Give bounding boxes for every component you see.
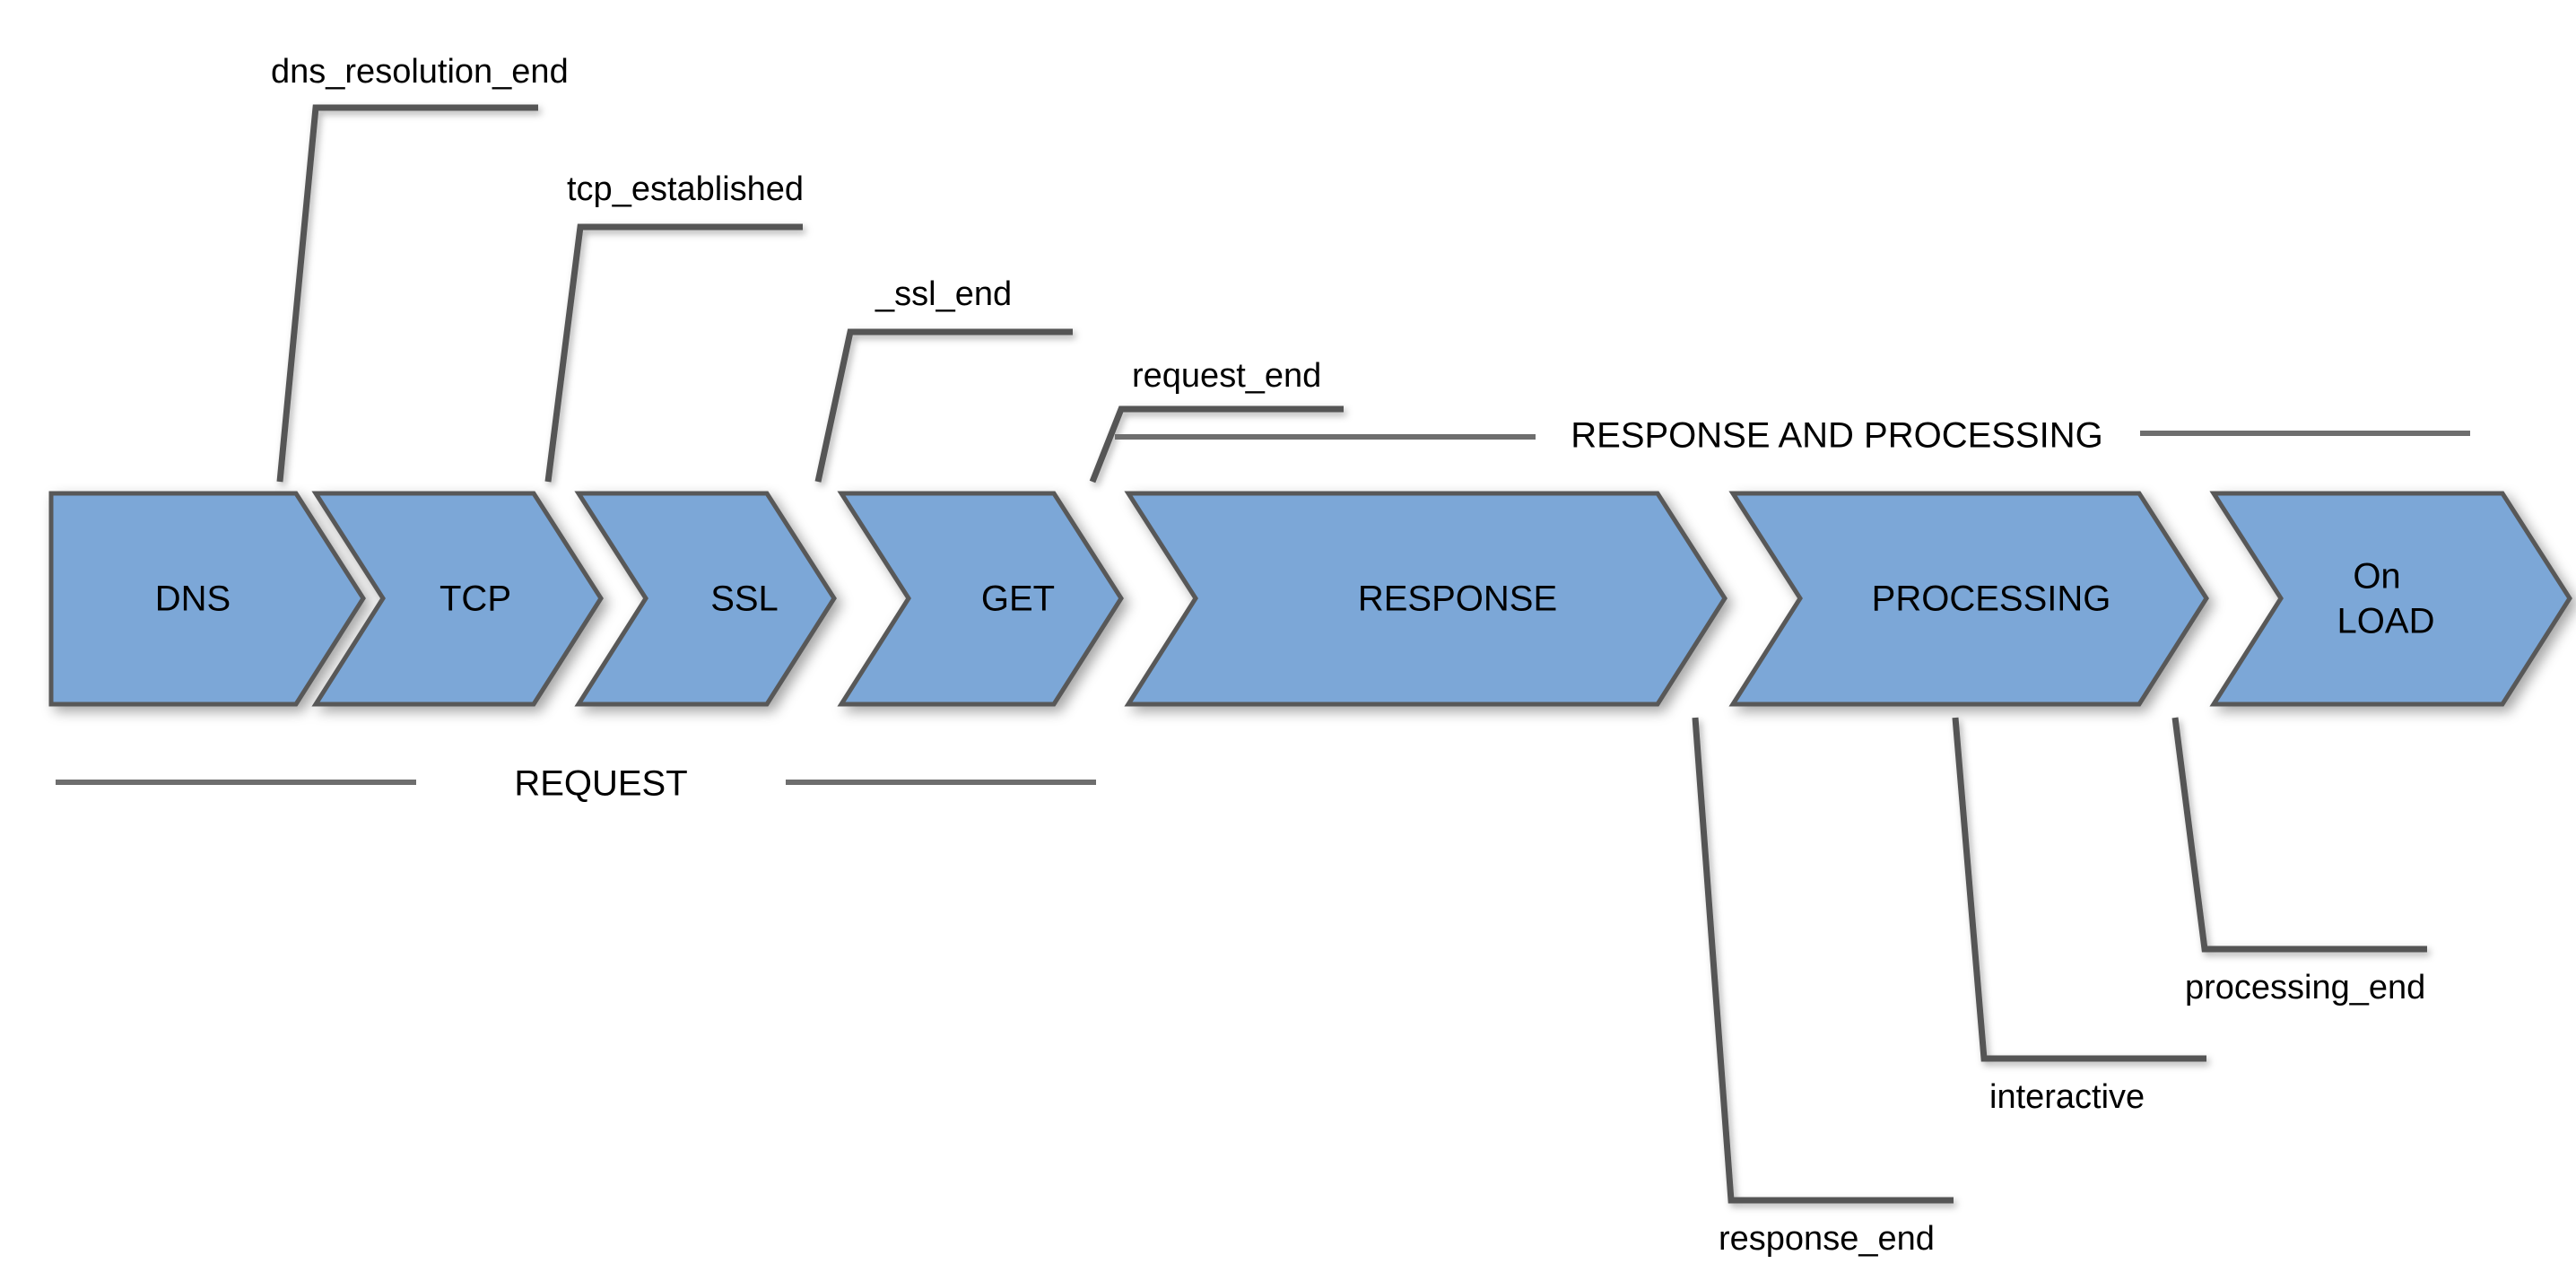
leader-dns-resolution-end [276,104,538,483]
leader-request-end [1089,405,1344,484]
chevron-onload[interactable] [2209,491,2572,707]
top-marker-leaders [276,104,1344,484]
leader-interactive [1952,717,2206,1062]
marker-label-tcp-established: tcp_established [567,170,804,208]
leader-response-end [1692,717,1954,1204]
chevron-label-processing: PROCESSING [1872,580,2111,619]
chevron-dns[interactable] [48,491,366,707]
leader-processing-end [2171,717,2427,953]
chevron-processing[interactable] [1728,491,2209,707]
chevron-label-tcp: TCP [439,580,511,619]
chevron-label-ssl: SSL [710,580,779,619]
chevron-label-onload-line2: LOAD [2337,602,2435,641]
chevron-tcp[interactable] [311,491,604,707]
chevron-response[interactable] [1124,491,1727,707]
chevron-label-onload-line1: On [2353,557,2400,597]
marker-label-request-end: request_end [1132,357,1321,395]
chevron-label-get: GET [981,580,1055,619]
marker-label-processing-end: processing_end [2185,969,2425,1006]
band-request: REQUEST [56,764,1096,804]
chevron-label-response: RESPONSE [1358,580,1557,619]
bottom-marker-leaders [1692,717,2427,1204]
band-request-label: REQUEST [514,764,687,804]
marker-label-ssl-end: _ssl_end [875,275,1012,313]
chevron-ssl[interactable] [574,491,837,707]
marker-label-response-end: response_end [1719,1220,1935,1258]
band-rp-label: RESPONSE AND PROCESSING [1571,416,2102,456]
band-response-and-processing: RESPONSE AND PROCESSING [1115,416,2470,456]
chevron-label-dns: DNS [155,580,231,619]
leader-tcp-established [544,223,803,483]
leader-ssl-end [814,328,1073,483]
marker-label-interactive: interactive [1989,1078,2145,1116]
marker-label-dns-resolution-end: dns_resolution_end [271,53,569,91]
chevron-bar [48,491,2572,707]
chevron-get[interactable] [837,491,1124,707]
